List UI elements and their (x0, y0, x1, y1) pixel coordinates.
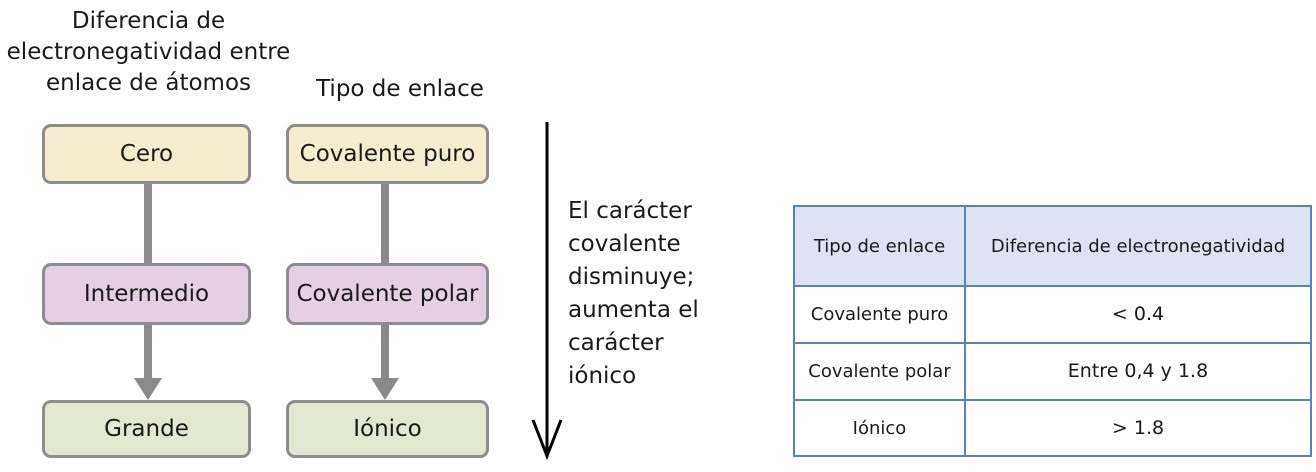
header-bond-type: Tipo de enlace (316, 76, 484, 102)
trend-description: El carácter covalente disminuye; aumenta… (568, 198, 699, 389)
box-large: Grande (42, 400, 251, 458)
table-cell-difference: > 1.8 (964, 399, 1312, 457)
trend-down-arrow (531, 122, 563, 461)
box-pure-covalent: Covalente puro (286, 124, 489, 184)
bond-type-table: Tipo de enlace Diferencia de electronega… (793, 205, 1312, 457)
connector-left-1 (144, 182, 152, 264)
table-cell-difference: < 0.4 (964, 285, 1312, 344)
table-row: Covalente polar Entre 0,4 y 1.8 (793, 342, 1312, 401)
box-ionic: Iónico (286, 400, 489, 458)
arrowhead-left (134, 378, 162, 400)
box-zero: Cero (42, 124, 251, 184)
box-polar-covalent: Covalente polar (286, 263, 489, 325)
connector-right-2 (381, 323, 389, 379)
table-cell-difference: Entre 0,4 y 1.8 (964, 342, 1312, 401)
table-cell-bond-type: Covalente polar (793, 342, 966, 401)
box-intermediate: Intermedio (42, 263, 251, 325)
header-electronegativity-difference: Diferencia de electronegatividad entre e… (6, 8, 291, 96)
table-row: Covalente puro < 0.4 (793, 285, 1312, 344)
table-header-row: Tipo de enlace Diferencia de electronega… (793, 205, 1312, 287)
connector-left-2 (144, 323, 152, 379)
table-cell-bond-type: Iónico (793, 399, 966, 457)
table-header-bond-type: Tipo de enlace (793, 205, 966, 287)
table-row: Iónico > 1.8 (793, 399, 1312, 457)
table-header-electronegativity-difference: Diferencia de electronegatividad (964, 205, 1312, 287)
arrowhead-right (371, 378, 399, 400)
connector-right-1 (381, 182, 389, 264)
table-cell-bond-type: Covalente puro (793, 285, 966, 344)
